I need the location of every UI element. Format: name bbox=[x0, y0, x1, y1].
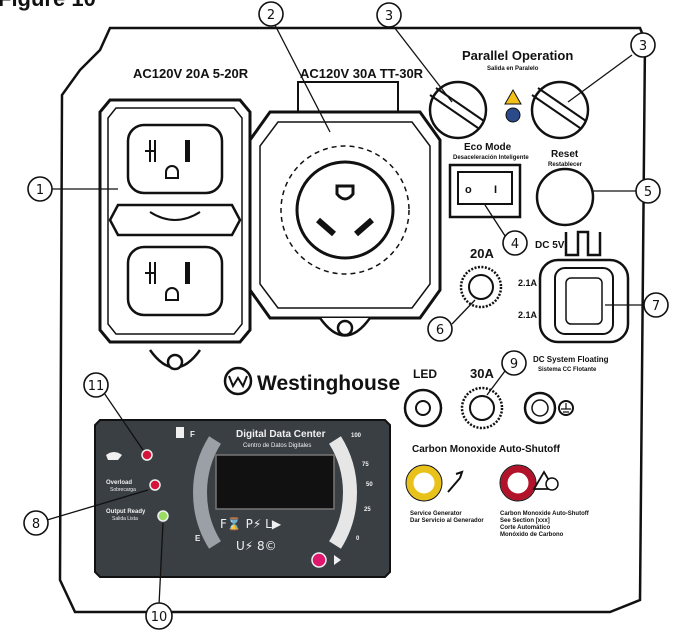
service-generator-label: Service Generator bbox=[410, 511, 462, 517]
service-generator-es-label: Dar Servicio al Generador bbox=[410, 518, 484, 524]
load-0-label: 0 bbox=[356, 536, 360, 542]
usb-2-1a-bottom: 2.1A bbox=[518, 310, 538, 320]
breaker-20a[interactable] bbox=[459, 265, 503, 309]
parallel-port-right[interactable] bbox=[530, 80, 590, 140]
svg-text:6: 6 bbox=[436, 323, 444, 338]
outlet-30a-label: AC120V 30A TT-30R bbox=[300, 66, 424, 81]
load-100-label: 100 bbox=[351, 433, 362, 439]
usb-cover-hinge bbox=[564, 230, 602, 257]
output-ready-es-label: Salida Lista bbox=[112, 516, 138, 522]
ground-terminal[interactable] bbox=[523, 391, 574, 425]
callout-5: 5 bbox=[635, 178, 661, 204]
oil-can-icon bbox=[106, 452, 122, 460]
digital-display-screen bbox=[215, 454, 335, 510]
display-mode-button[interactable] bbox=[311, 552, 327, 568]
co-detail-4: Monóxido de Carbono bbox=[500, 532, 564, 538]
eco-mode-switch[interactable]: o I bbox=[448, 163, 522, 219]
outlet-20a-label: AC120V 20A 5-20R bbox=[133, 66, 249, 81]
overload-label: Overload bbox=[106, 480, 132, 486]
co-detail-2: See Section [xxx] bbox=[500, 518, 550, 524]
led-port[interactable] bbox=[403, 388, 443, 428]
play-arrow-icon bbox=[334, 555, 341, 565]
brand-name: Westinghouse bbox=[257, 372, 400, 395]
eco-mode-label: Eco Mode bbox=[464, 142, 512, 153]
callout-7: 7 bbox=[643, 292, 669, 318]
warning-icon bbox=[504, 88, 522, 105]
display-icons-row2: U⚡ 8© bbox=[236, 539, 277, 553]
reset-button[interactable] bbox=[535, 167, 595, 227]
svg-text:3: 3 bbox=[639, 39, 647, 54]
svg-text:9: 9 bbox=[510, 357, 518, 372]
fuel-full-label: F bbox=[190, 430, 195, 439]
co-detail-3: Corte Automático bbox=[500, 525, 550, 531]
dc-system-floating-label: DC System Floating bbox=[533, 355, 609, 364]
callout-11: 11 bbox=[83, 372, 109, 398]
output-ready-led bbox=[157, 510, 169, 522]
outlet-20a[interactable] bbox=[98, 98, 252, 371]
eco-mode-es-label: Desaceleración Inteligente bbox=[453, 155, 529, 161]
usb-port[interactable] bbox=[538, 258, 630, 344]
svg-text:o: o bbox=[465, 184, 472, 196]
callout-6: 6 bbox=[427, 316, 453, 342]
svg-text:8: 8 bbox=[32, 517, 40, 532]
overload-led bbox=[149, 479, 161, 491]
display-icons-row1: F⌛ P⚡ L▶ bbox=[220, 517, 282, 531]
low-oil-led bbox=[141, 449, 153, 461]
callout-3-right: 3 bbox=[630, 32, 656, 58]
co-shutoff-indicator bbox=[499, 464, 559, 502]
callout-2: 2 bbox=[258, 1, 284, 27]
usb-2-1a-top: 2.1A bbox=[518, 278, 538, 288]
digital-data-center bbox=[94, 419, 391, 578]
parallel-operation-label: Parallel Operation bbox=[462, 48, 573, 63]
callout-10: 10 bbox=[145, 602, 173, 630]
svg-text:11: 11 bbox=[88, 379, 105, 394]
svg-text:10: 10 bbox=[151, 610, 168, 625]
ground-icon bbox=[561, 403, 571, 413]
wrench-icon bbox=[447, 470, 464, 493]
breaker-30a[interactable] bbox=[460, 386, 504, 430]
service-generator-indicator bbox=[405, 464, 464, 502]
figure-title: Figure 10 bbox=[0, 0, 96, 11]
overload-es-label: Sobrecarga bbox=[110, 487, 136, 493]
load-75-label: 75 bbox=[362, 462, 369, 468]
svg-text:I: I bbox=[494, 184, 497, 196]
svg-text:2: 2 bbox=[267, 8, 275, 23]
dc-5v-label: DC 5V bbox=[535, 240, 565, 251]
load-50-label: 50 bbox=[366, 482, 373, 488]
manual-icon bbox=[505, 107, 521, 123]
fuel-pump-icon bbox=[176, 427, 184, 438]
svg-text:3: 3 bbox=[385, 9, 393, 24]
led-label: LED bbox=[413, 367, 437, 381]
breaker-30a-label: 30A bbox=[470, 366, 494, 381]
reset-es-label: Restablecer bbox=[548, 162, 583, 168]
svg-text:1: 1 bbox=[36, 183, 44, 198]
fuel-empty-label: E bbox=[195, 534, 201, 543]
svg-text:7: 7 bbox=[652, 299, 660, 314]
load-25-label: 25 bbox=[364, 507, 371, 513]
dc-system-floating-es-label: Sistema CC Flotante bbox=[538, 367, 597, 373]
callout-4: 4 bbox=[502, 230, 528, 256]
svg-text:4: 4 bbox=[511, 237, 519, 252]
ddc-title-es: Centro de Datos Digitales bbox=[243, 443, 311, 449]
callout-1: 1 bbox=[27, 176, 53, 202]
parallel-operation-es-label: Salida en Paralelo bbox=[487, 66, 539, 72]
callout-8: 8 bbox=[23, 510, 49, 536]
callout-3-left: 3 bbox=[376, 2, 402, 28]
svg-text:5: 5 bbox=[644, 185, 652, 200]
breaker-20a-label: 20A bbox=[470, 246, 494, 261]
westinghouse-logo bbox=[223, 366, 253, 396]
reset-label: Reset bbox=[551, 149, 579, 160]
output-ready-label: Output Ready bbox=[106, 509, 146, 515]
co-title: Carbon Monoxide Auto-Shutoff bbox=[412, 444, 561, 455]
callout-9: 9 bbox=[501, 350, 527, 376]
outlet-30a[interactable] bbox=[248, 81, 442, 337]
parallel-port-left[interactable] bbox=[428, 80, 488, 140]
co-detail-1: Carbon Monoxide Auto-Shutoff bbox=[500, 511, 590, 517]
ddc-title: Digital Data Center bbox=[236, 429, 326, 440]
